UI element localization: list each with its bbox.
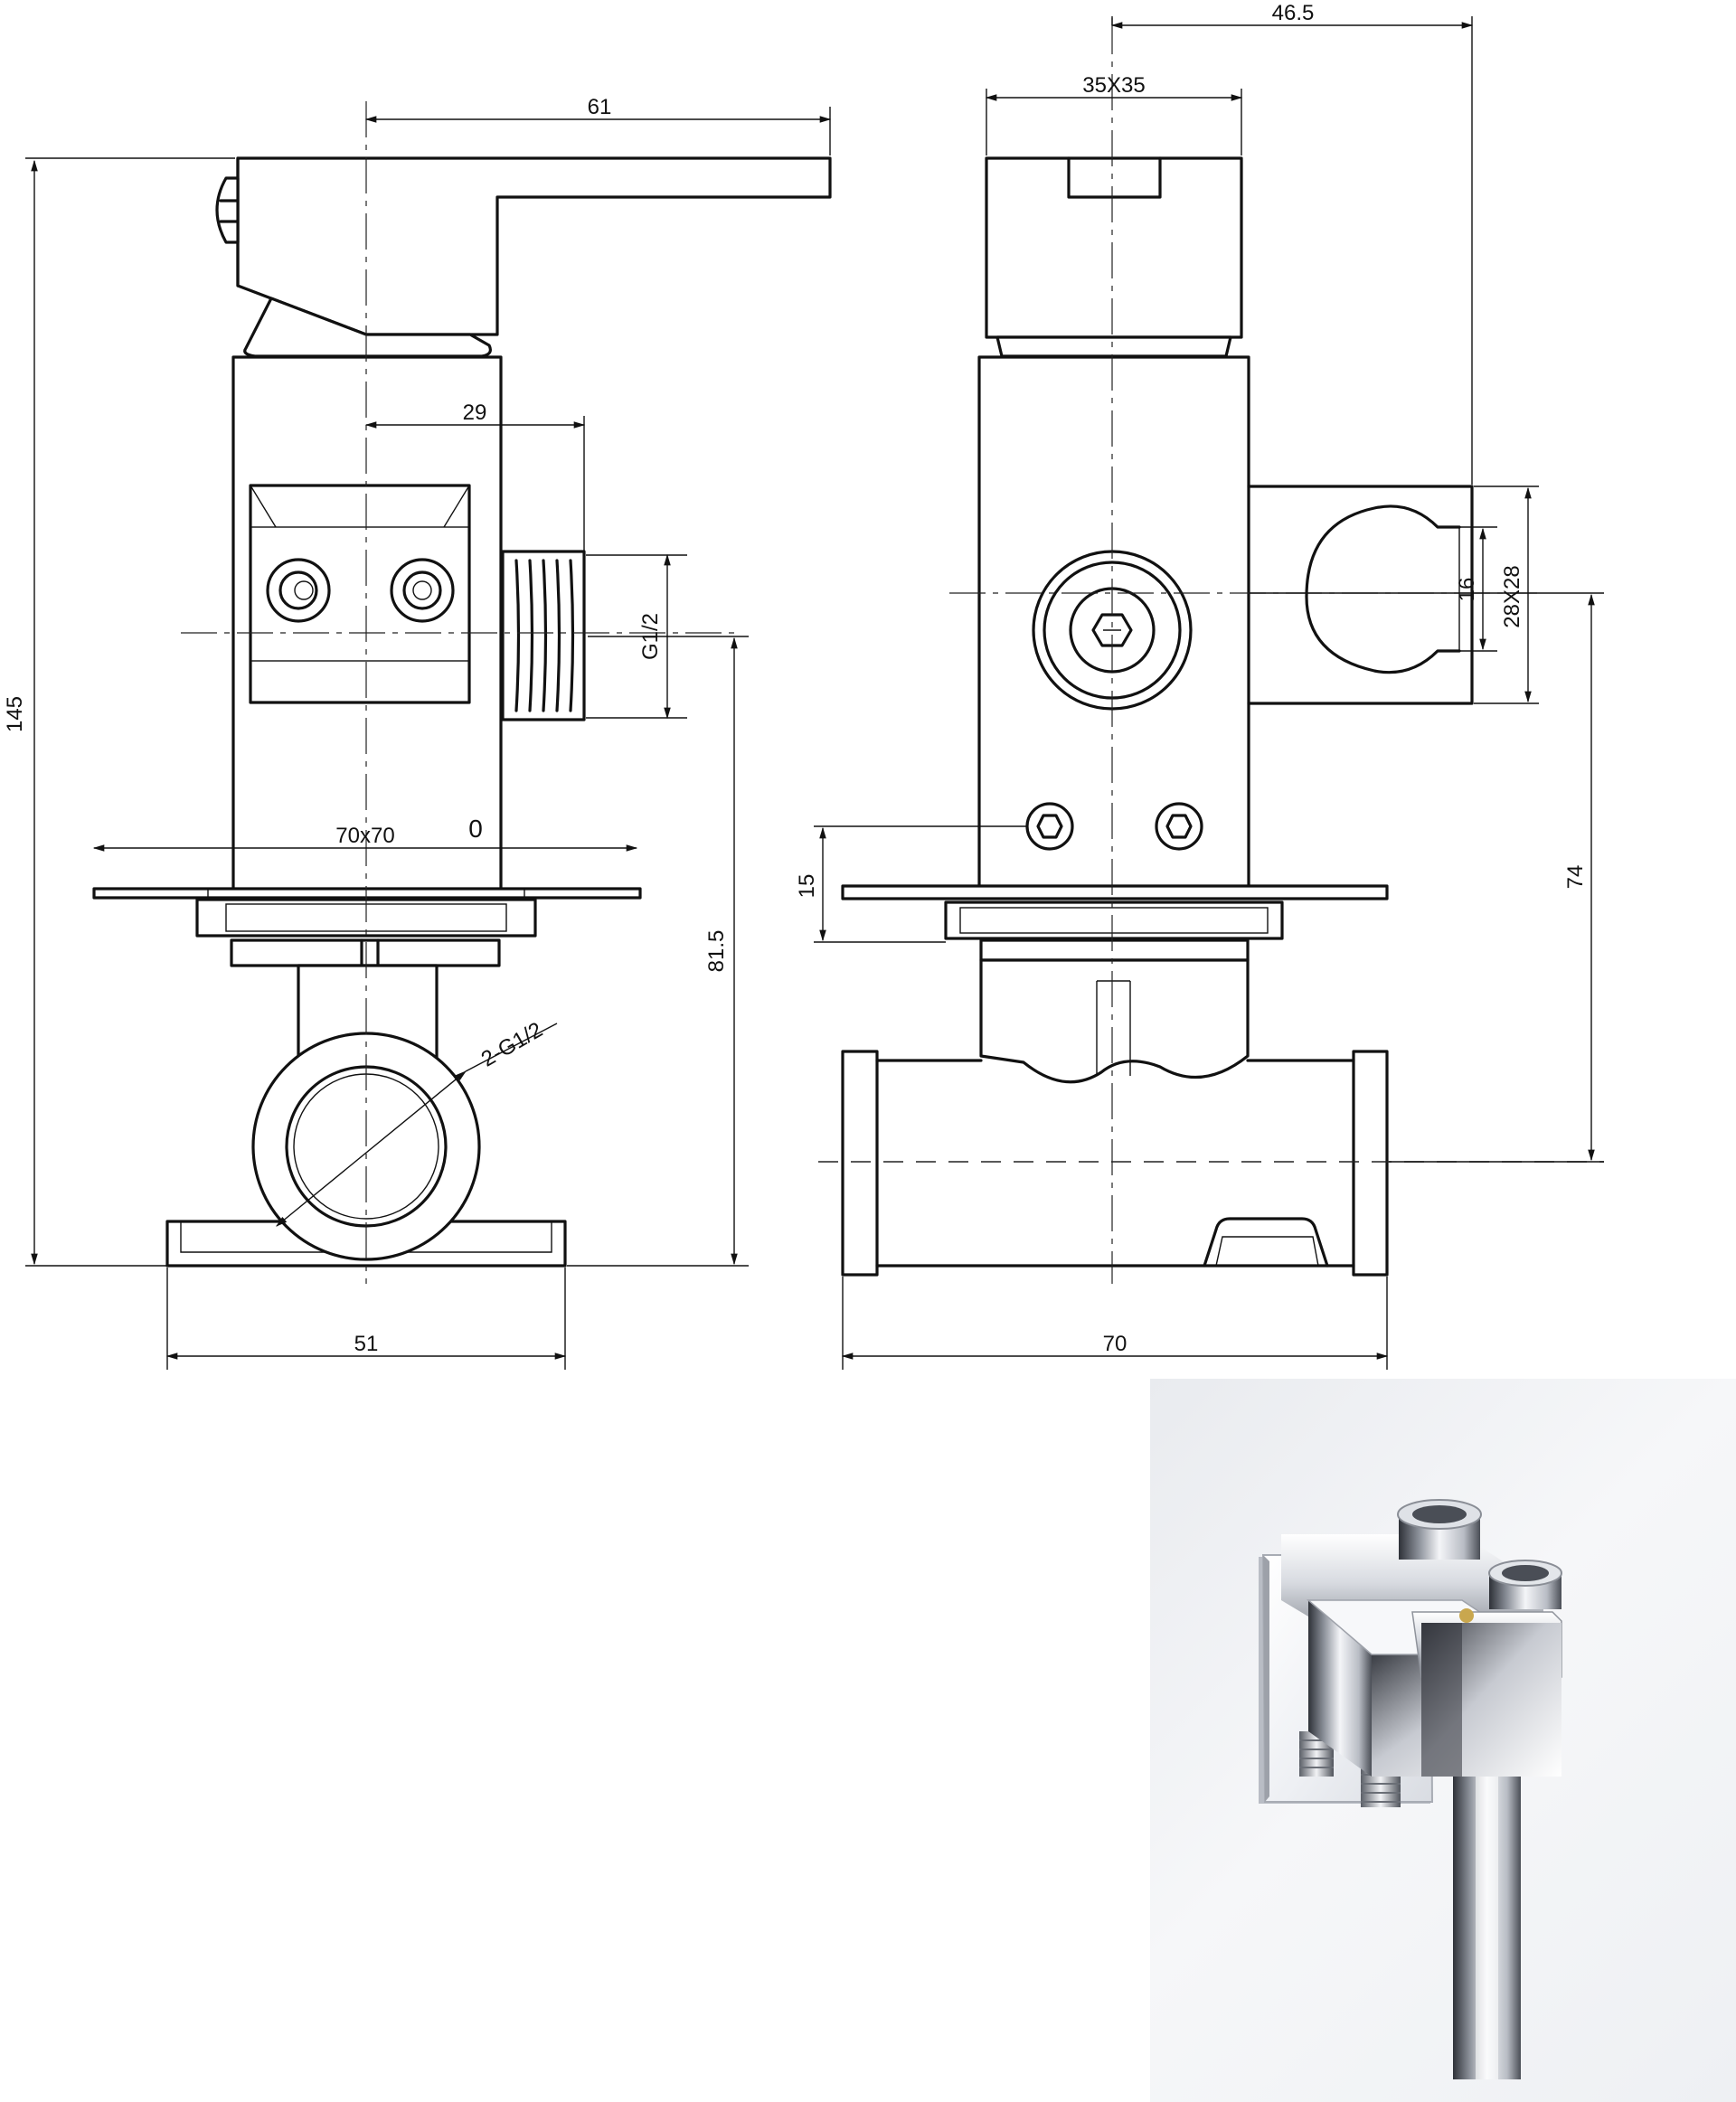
- dim-total-height: 145: [3, 696, 27, 732]
- dim-outlet-offset: 29: [463, 401, 487, 425]
- dim-handle-length: 61: [588, 95, 612, 119]
- product-photo: [1150, 1379, 1736, 2102]
- front-screw-left: [266, 558, 331, 623]
- side-nut-left: [1025, 802, 1074, 851]
- side-cartridge: [1032, 550, 1193, 711]
- side-wall-plate: [841, 884, 1389, 900]
- side-view: 46.5 35X35 16 28X28 15 74 70: [795, 1, 1604, 1370]
- dim-plate-size: 70x70: [335, 824, 394, 848]
- dim-plate-depth: 15: [795, 874, 819, 899]
- dim-holder-size: 28X28: [1500, 565, 1524, 627]
- photo-holder-cup: [1397, 1499, 1562, 1609]
- dim-inlet-thread: 2-G1/2: [477, 1017, 547, 1071]
- mark-zero: 0: [468, 815, 483, 843]
- front-lever-handle: [236, 156, 832, 336]
- front-stem: [230, 938, 501, 967]
- photo-lever-handle: [1411, 1608, 1562, 2079]
- chrome-valve-render: [1259, 1499, 1562, 2079]
- side-hex-nut: [979, 958, 1250, 1084]
- dim-overall-depth: 46.5: [1272, 1, 1315, 25]
- front-view: 61 29 G1/2 70x70 0 2-G1/2 51 145 81.5: [3, 95, 832, 1370]
- side-pipe: [841, 1050, 1389, 1277]
- technical-drawing: 61 29 G1/2 70x70 0 2-G1/2 51 145 81.5: [3, 1, 1604, 1370]
- dim-base-width: 51: [354, 1332, 379, 1356]
- dim-handle-block: 35X35: [1082, 73, 1145, 98]
- side-valve-body: [977, 355, 1250, 892]
- front-threaded-outlet: [501, 550, 586, 721]
- dim-holder-inner: 16: [1455, 578, 1479, 602]
- front-valve-body: [231, 355, 503, 894]
- front-wall-plate: [92, 887, 642, 900]
- dim-pipe-length: 70: [1103, 1332, 1127, 1356]
- front-screw-right: [390, 558, 455, 623]
- front-handle-button: [215, 176, 240, 244]
- dim-inlet-height: 81.5: [704, 930, 729, 973]
- side-handle-block: [985, 156, 1243, 339]
- front-screw-panel: [249, 484, 471, 704]
- side-handle-slot: [1067, 156, 1162, 199]
- side-nut-right: [1155, 802, 1203, 851]
- side-shower-holder: [1247, 485, 1474, 705]
- dim-holder-height: 74: [1563, 865, 1588, 890]
